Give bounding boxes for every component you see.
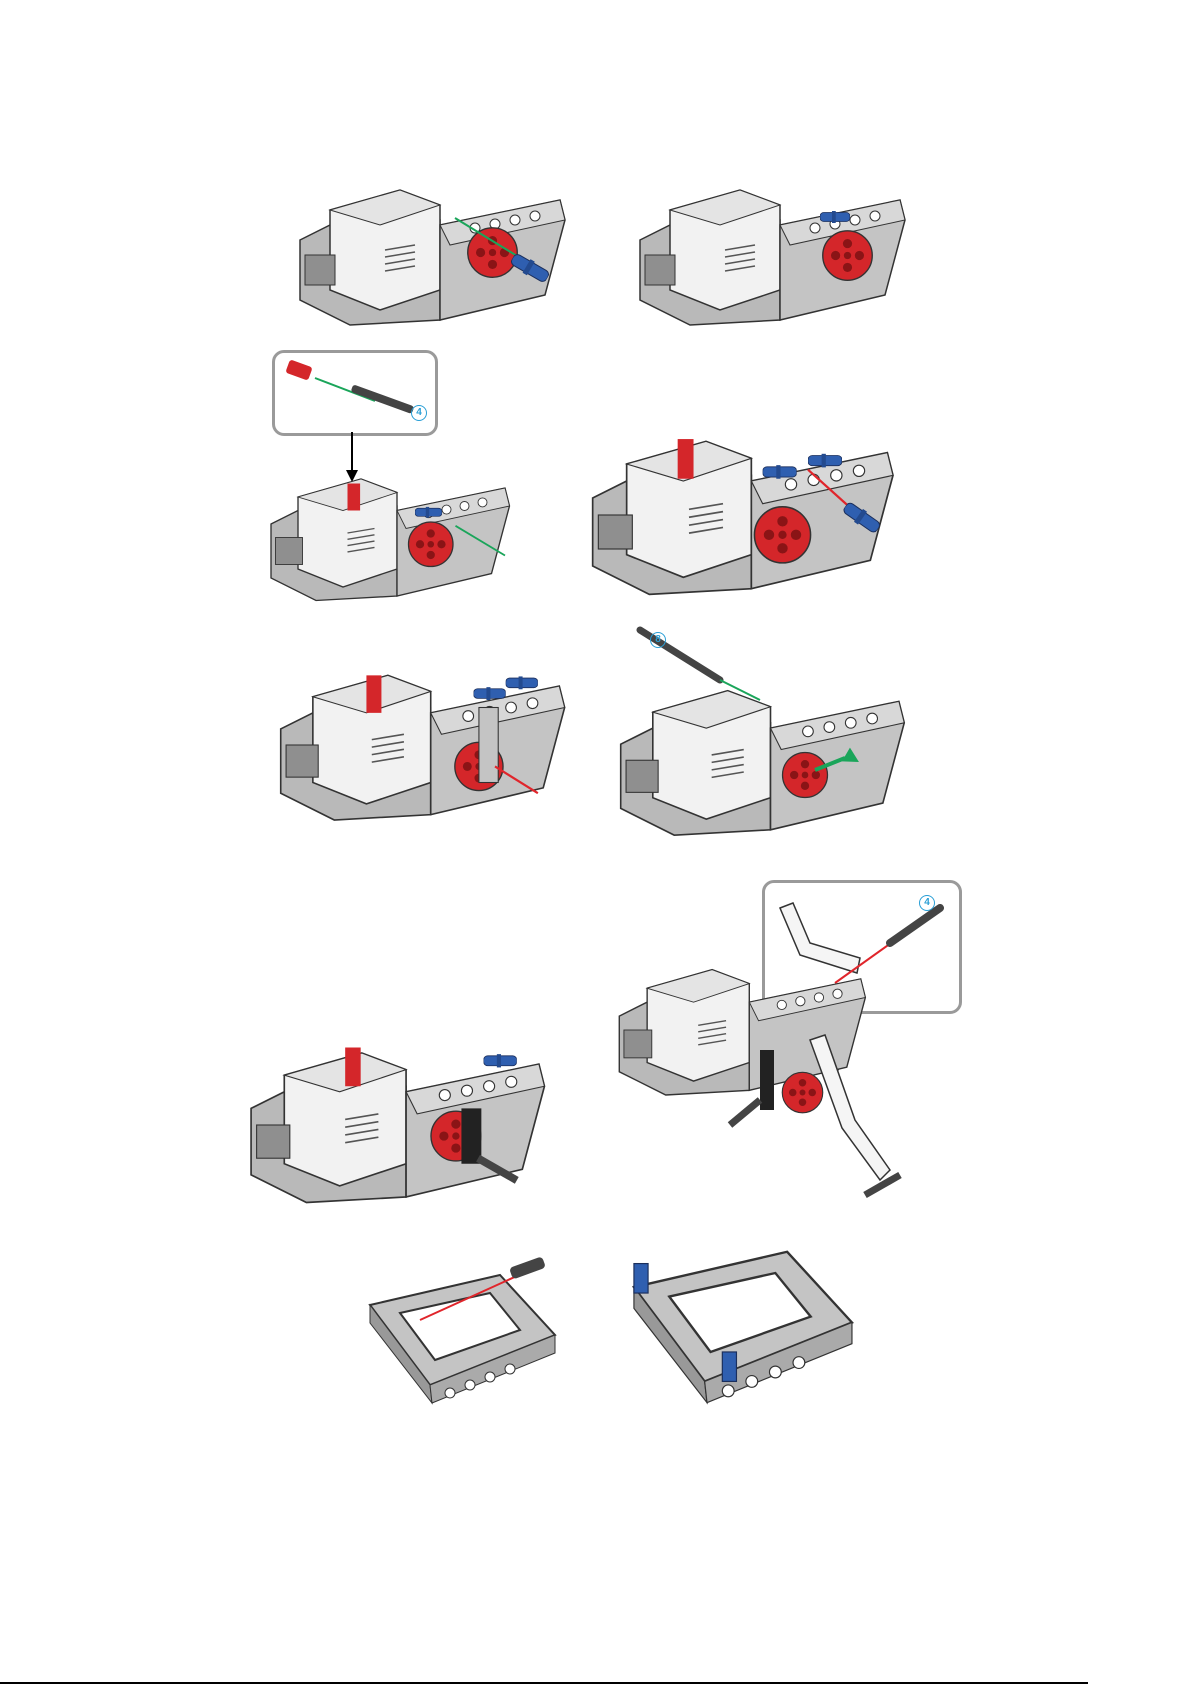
step-4-illustration — [550, 430, 930, 600]
down-arrow-icon — [346, 432, 358, 482]
sub-assembly-callout: 4 — [272, 350, 438, 436]
step-2-illustration — [630, 180, 910, 330]
step-8-illustration — [610, 950, 902, 1210]
axle-length-badge: 8 — [650, 632, 666, 648]
quantity-badge: 4 — [919, 895, 935, 911]
step-5-illustration — [270, 660, 570, 830]
step-7-illustration — [240, 1040, 550, 1210]
step-9-illustration — [360, 1250, 560, 1404]
footer-divider — [0, 1682, 1088, 1684]
step-1-illustration — [290, 180, 570, 330]
step-10-illustration — [620, 1240, 860, 1405]
quantity-badge: 4 — [411, 405, 427, 421]
step-3-illustration — [258, 470, 518, 605]
step-6-illustration: 8 — [619, 620, 920, 850]
